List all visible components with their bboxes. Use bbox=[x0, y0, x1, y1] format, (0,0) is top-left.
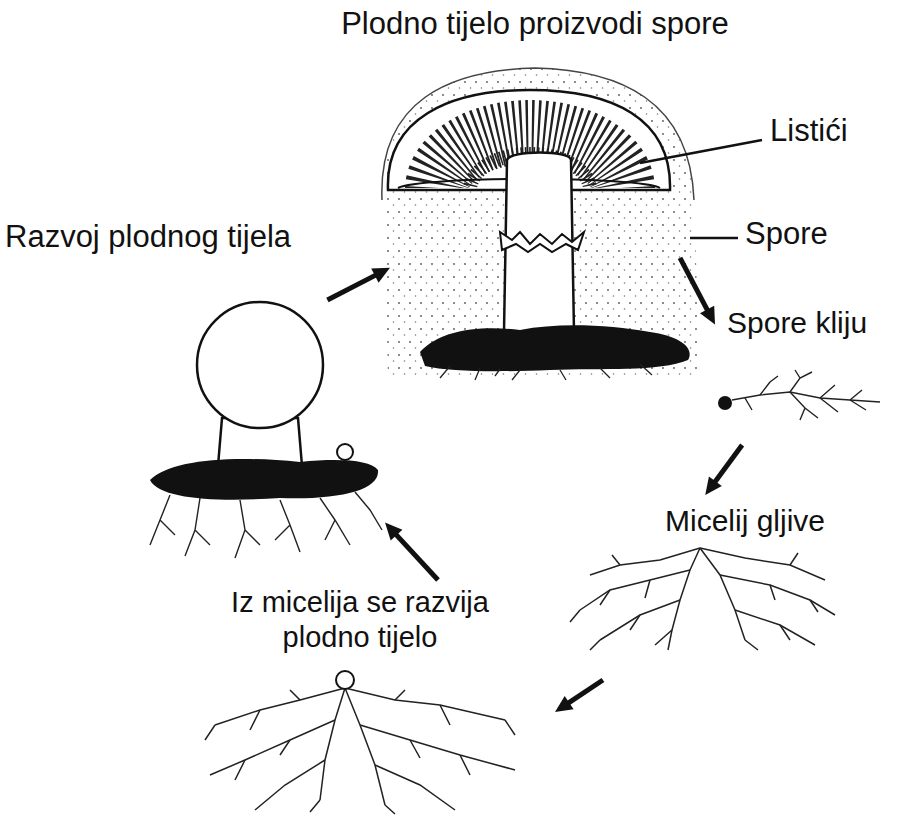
arrow-line bbox=[567, 680, 602, 704]
arrow-head bbox=[705, 477, 722, 495]
stage-region: Iz micelija se razvija plodno tijelo bbox=[165, 580, 555, 820]
leader-line bbox=[690, 237, 738, 240]
arrow-head bbox=[371, 268, 390, 283]
stage-region: Razvoj plodnog tijela bbox=[145, 300, 385, 565]
arrow-head bbox=[555, 696, 574, 712]
arrow-line bbox=[680, 258, 708, 311]
cycle-arrow bbox=[680, 258, 715, 325]
leader-line bbox=[640, 140, 762, 163]
arrow-line bbox=[714, 445, 742, 483]
stage-region: Plodno tijelo proizvodi spore bbox=[390, 45, 680, 375]
stage-caption: Micelij gljive bbox=[665, 503, 897, 539]
cycle-arrow bbox=[327, 268, 390, 300]
mycelium-primordium bbox=[205, 688, 515, 814]
spore-cloud bbox=[384, 68, 700, 380]
stage-caption: Plodno tijelo proizvodi spore bbox=[240, 5, 830, 42]
cycle-arrow bbox=[705, 445, 742, 495]
cycle-arrow bbox=[385, 523, 438, 580]
roots bbox=[440, 364, 652, 380]
stage-caption: Spore kliju bbox=[727, 305, 912, 341]
germinating-spore bbox=[732, 370, 880, 420]
young-cap bbox=[197, 302, 323, 428]
soil bbox=[420, 325, 690, 371]
young-soil bbox=[150, 459, 378, 500]
small-primordium bbox=[337, 444, 353, 460]
cycle-arrow bbox=[555, 680, 603, 712]
part-label: Spore bbox=[745, 215, 828, 252]
young-roots bbox=[150, 492, 382, 558]
stage-region: Spore kliju bbox=[715, 305, 916, 445]
stage-caption: Iz micelija se razvija plodno tijelo bbox=[190, 585, 530, 655]
stage-caption: Razvoj plodnog tijela bbox=[5, 218, 385, 255]
spore bbox=[718, 396, 732, 410]
arrow-head bbox=[700, 306, 715, 325]
arrow-line bbox=[327, 275, 376, 300]
arrow-line bbox=[395, 534, 438, 580]
part-label: Listići bbox=[770, 112, 848, 149]
stage-region: Micelij gljive bbox=[560, 495, 901, 680]
primordium bbox=[336, 671, 354, 689]
arrow-head bbox=[385, 523, 402, 541]
mushroom-ring bbox=[500, 232, 584, 252]
mycelium bbox=[570, 548, 835, 650]
